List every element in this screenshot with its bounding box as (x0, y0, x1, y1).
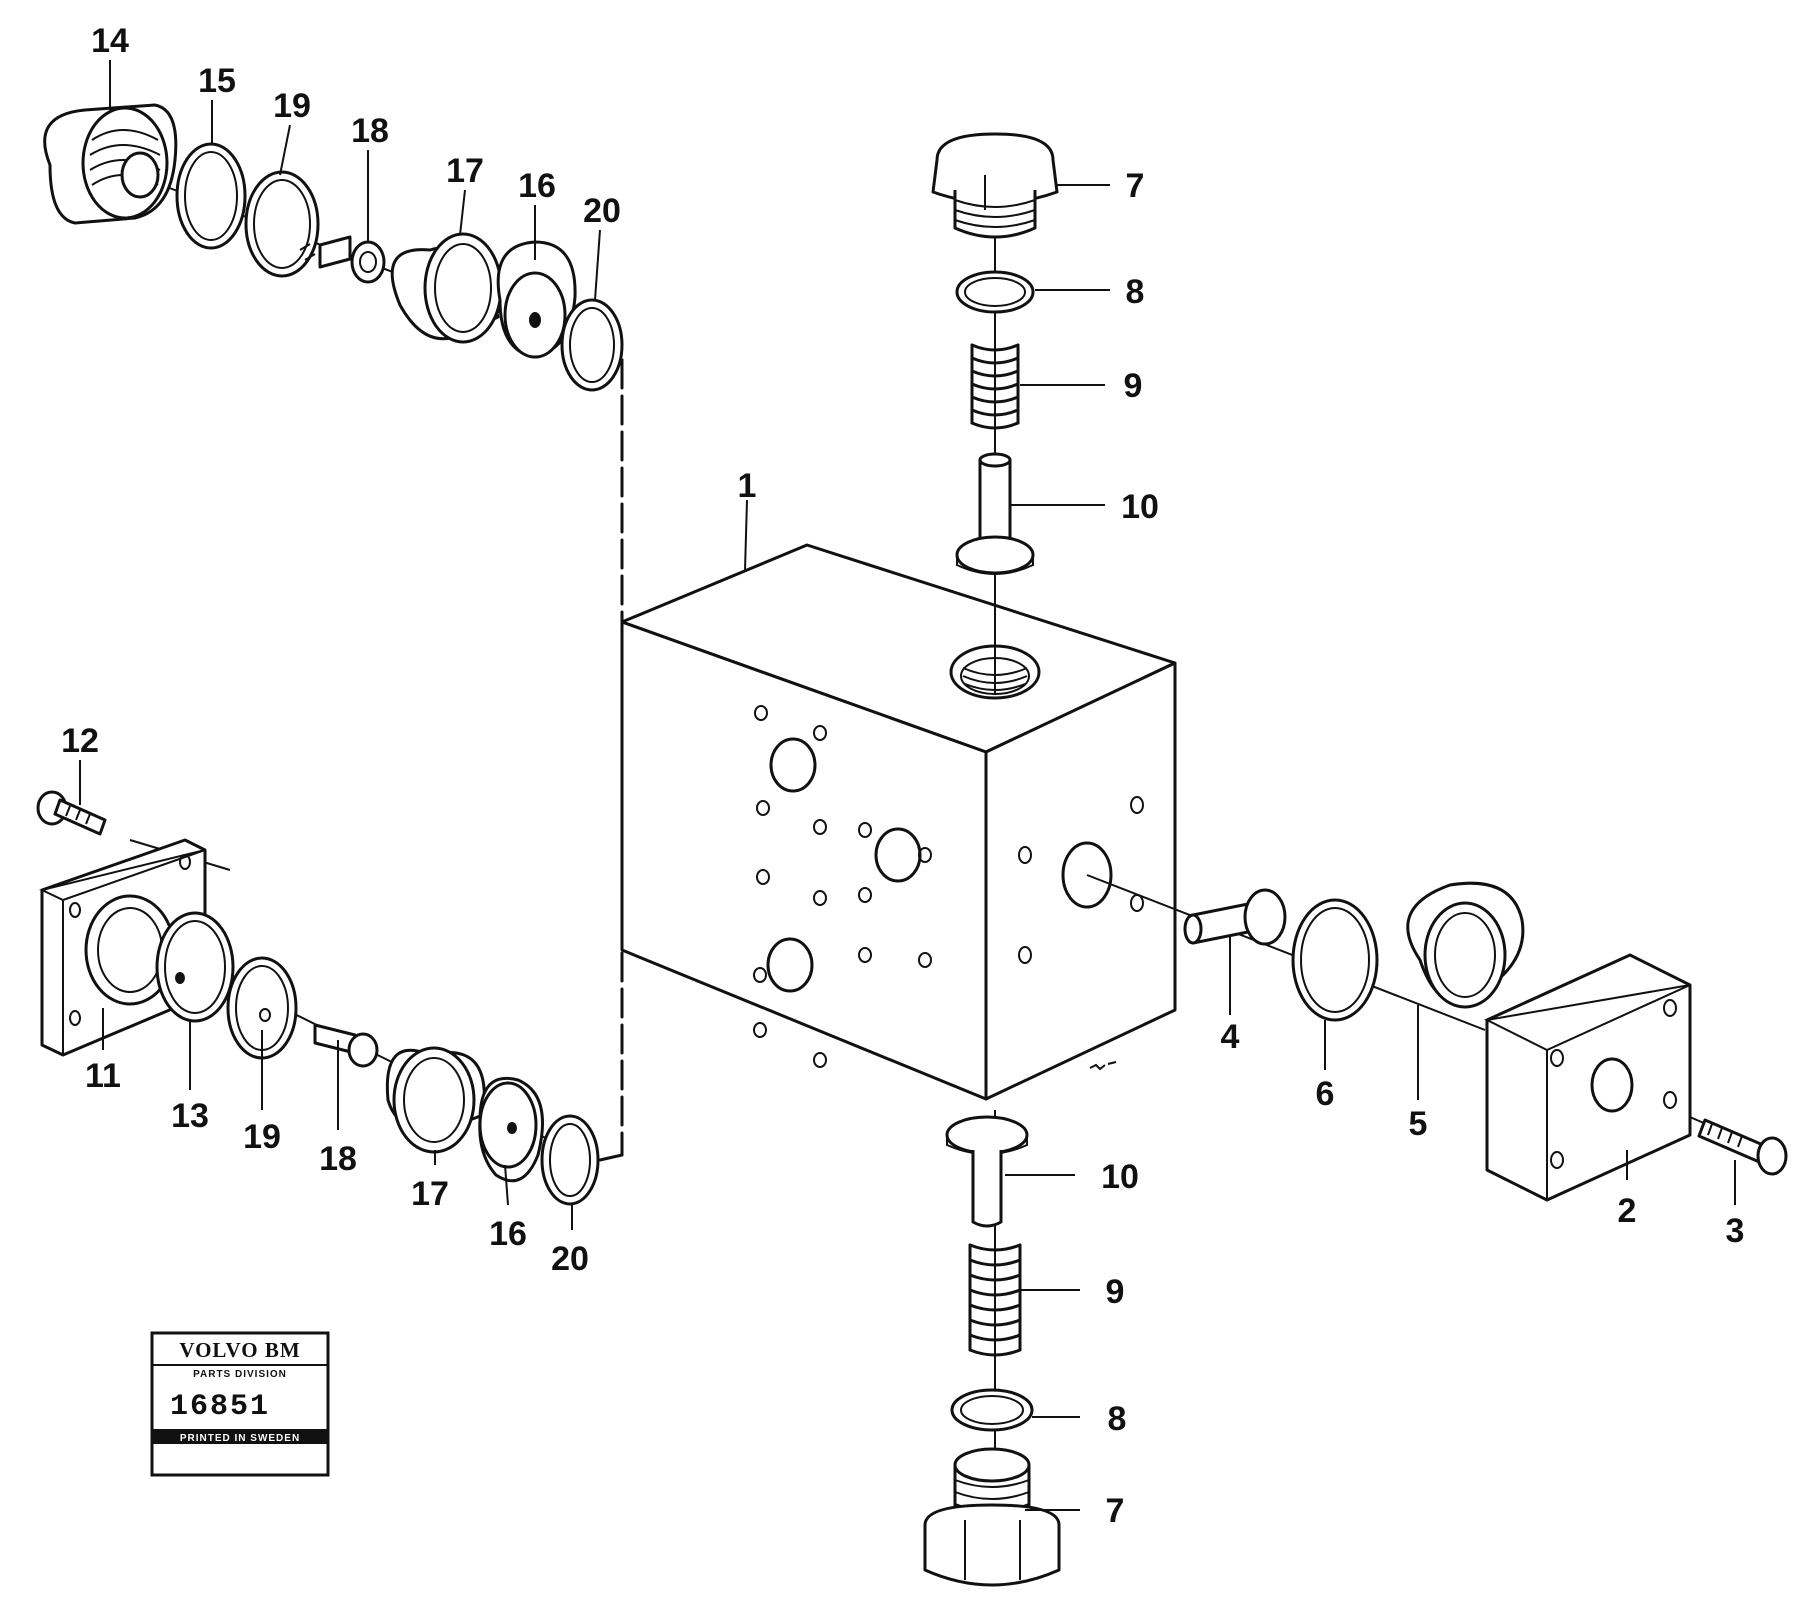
callout-8-top: 8 (1126, 273, 1145, 311)
callout-4: 4 (1221, 1018, 1240, 1056)
callout-17-top: 17 (446, 152, 484, 190)
callout-19-bottom: 19 (243, 1118, 281, 1156)
callout-9-bottom: 9 (1106, 1273, 1125, 1311)
callout-13: 13 (171, 1097, 209, 1135)
bottom-piston-10 (945, 1115, 1029, 1228)
top-left-pin-18 (318, 235, 386, 284)
right-pin-4 (1183, 888, 1287, 946)
bottom-spring-9 (968, 1243, 1022, 1357)
top-left-cap-14 (43, 103, 178, 225)
volvo-bm-parts-stamp: VOLVO BM PARTS DIVISION 16851 PRINTED IN… (150, 1331, 330, 1477)
callout-16-bottom: 16 (489, 1215, 527, 1253)
top-spring-9 (970, 343, 1020, 430)
callout-11: 11 (85, 1057, 121, 1095)
callouts: 1 2 3 4 5 6 7 8 9 10 10 9 8 7 11 12 13 1… (61, 22, 1744, 1530)
dashed-connectors (598, 348, 624, 1162)
callout-7-top: 7 (1126, 167, 1145, 205)
bottom-plug-7 (923, 1447, 1061, 1587)
callout-2: 2 (1618, 1192, 1637, 1230)
front-face-ports (753, 705, 932, 1068)
stamp-division: PARTS DIVISION (193, 1369, 287, 1380)
bottom-left-seat-16 (478, 1077, 544, 1183)
callout-18-bottom: 18 (319, 1140, 357, 1178)
top-left-circlip-19 (244, 170, 320, 278)
right-ring-6 (1291, 898, 1379, 1022)
stamp-brand: VOLVO BM (179, 1338, 300, 1362)
top-left-seat-16 (496, 240, 577, 359)
stamp-footer: PRINTED IN SWEDEN (180, 1433, 300, 1444)
leader-lines (79, 60, 1736, 1511)
callout-3: 3 (1726, 1212, 1745, 1250)
callout-14: 14 (91, 22, 129, 60)
callout-15: 15 (198, 62, 236, 100)
callout-10-top: 10 (1121, 488, 1159, 526)
right-sleeve-5 (1406, 881, 1525, 1009)
callout-9-top: 9 (1124, 367, 1143, 405)
callout-18-top: 18 (351, 112, 389, 150)
callout-10-bottom: 10 (1101, 1158, 1139, 1196)
top-piston-10 (955, 452, 1035, 575)
bottom-left-ring-20 (540, 1114, 600, 1206)
bottom-left-pin-18 (313, 1023, 379, 1068)
bottom-left-circlip-19 (226, 956, 298, 1060)
callout-8-bottom: 8 (1108, 1400, 1127, 1438)
callout-17-bottom: 17 (411, 1175, 449, 1213)
callout-19-top: 19 (273, 87, 311, 125)
bottom-left-ring-13 (155, 911, 235, 1023)
callout-1: 1 (738, 467, 757, 505)
callout-16-top: 16 (518, 167, 556, 205)
valve-body (620, 543, 1177, 1101)
callout-20-top: 20 (583, 192, 621, 230)
right-screw-3 (1697, 1118, 1788, 1176)
callout-7-bottom: 7 (1106, 1492, 1125, 1530)
callout-5: 5 (1409, 1105, 1428, 1143)
callout-6: 6 (1316, 1075, 1335, 1113)
callout-20-bottom: 20 (551, 1240, 589, 1278)
bottom-left-sleeve-17 (385, 1046, 486, 1154)
top-left-ring-20 (560, 298, 624, 392)
stamp-number: 16851 (170, 1390, 270, 1424)
left-screw-12 (36, 790, 107, 836)
top-plug-7 (931, 132, 1059, 239)
top-left-ring-15 (175, 142, 247, 250)
callout-12: 12 (61, 722, 99, 760)
right-cover-plate-2 (1483, 953, 1692, 1202)
top-left-sleeve-17 (390, 232, 503, 344)
